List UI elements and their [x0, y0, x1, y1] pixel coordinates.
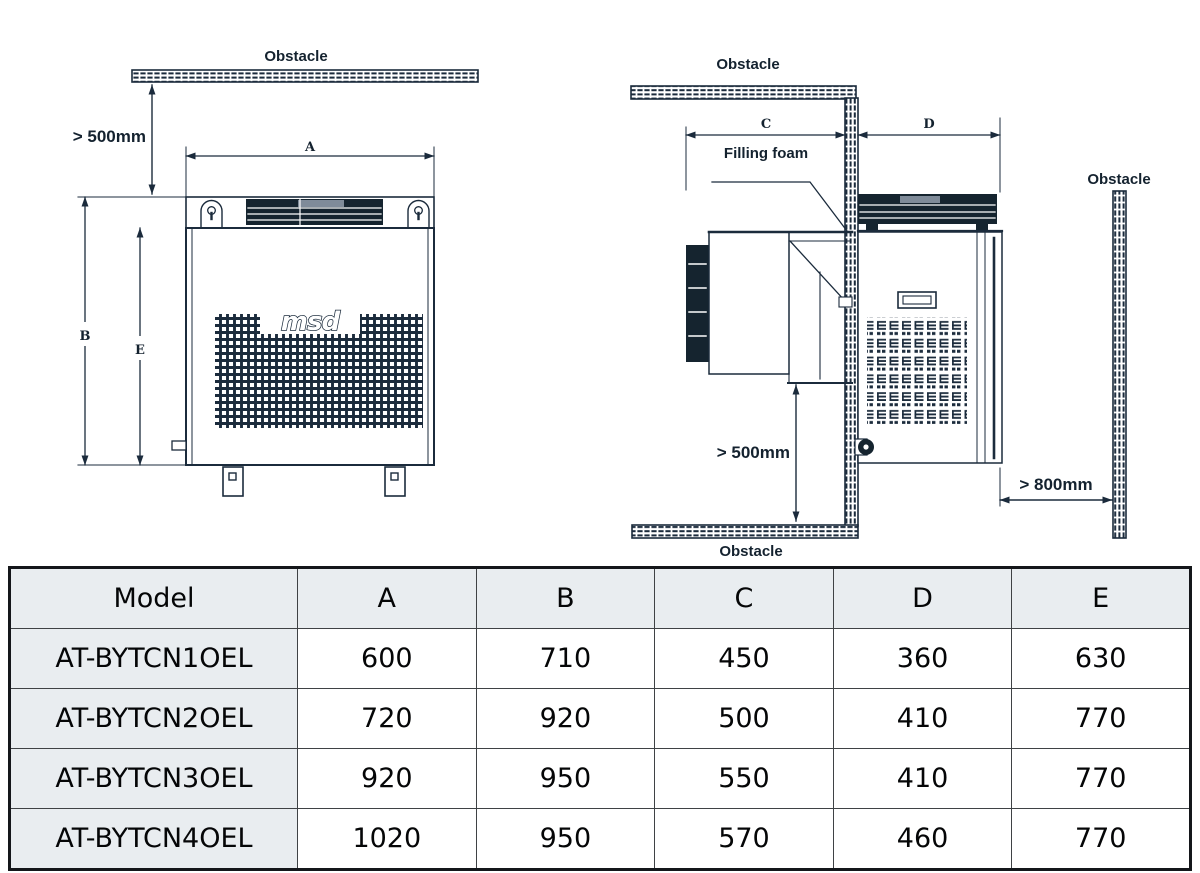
- front-view: Obstacle > 500mm A: [73, 48, 479, 497]
- front-clearance-500-label: > 500mm: [73, 127, 146, 146]
- front-dim-b-label: B: [80, 329, 91, 344]
- side-clearance-800-label: > 800mm: [1019, 475, 1092, 494]
- cell-model: AT-BYTCN1OEL: [9, 628, 298, 689]
- foot-left: [222, 466, 244, 497]
- cell-c: 550: [654, 748, 834, 809]
- table-header-row: Model A B C D E: [9, 567, 1191, 629]
- condenser-top-block: [856, 194, 1004, 233]
- foot-right: [384, 466, 406, 497]
- front-dim-b: B: [75, 196, 95, 466]
- filling-foam-leader-line: [711, 181, 848, 232]
- front-dim-e-label: E: [135, 343, 145, 358]
- cell-e: 770: [1011, 688, 1191, 749]
- side-obstacle-bar-right: [1112, 190, 1127, 539]
- side-obstacle-bottom-label: Obstacle: [719, 543, 782, 560]
- cell-a: 600: [297, 628, 477, 689]
- mounting-bracket-right: [407, 199, 430, 229]
- cell-b: 950: [475, 808, 656, 870]
- cell-d: 460: [832, 808, 1013, 870]
- front-clearance-500-dimension: > 500mm: [73, 84, 156, 195]
- installation-diagram: Obstacle > 500mm A: [73, 48, 1151, 560]
- vent-handle: [897, 291, 937, 309]
- cell-a: 720: [297, 688, 477, 749]
- cell-model: AT-BYTCN3OEL: [9, 748, 298, 809]
- cold-room-wall-panel: [844, 97, 859, 527]
- filling-foam-label: Filling foam: [724, 145, 808, 162]
- louver-grille: [867, 317, 967, 424]
- drain-plug: [854, 438, 874, 456]
- condenser-section: [854, 194, 1004, 464]
- side-obstacle-bar-top: [630, 85, 857, 100]
- condenser-deck: [246, 198, 383, 226]
- side-view: Obstacle Obstacle C D Filling foam: [630, 56, 1151, 560]
- cell-e: 770: [1011, 748, 1191, 809]
- side-dim-d: D: [857, 117, 1001, 193]
- side-dim-c-label: C: [761, 117, 771, 132]
- side-obstacle-bar-bottom: [631, 524, 859, 539]
- cell-model: AT-BYTCN4OEL: [9, 808, 298, 870]
- table-row: AT-BYTCN3OEL 920 950 550 410 770: [9, 748, 1191, 809]
- cell-b: 920: [475, 688, 656, 749]
- front-dim-a: A: [185, 140, 435, 200]
- side-clip: [171, 440, 187, 451]
- unit-front-elevation: msd: [77, 196, 435, 497]
- col-header-model: Model: [9, 567, 298, 629]
- col-header-c: C: [654, 567, 834, 629]
- cell-a: 920: [297, 748, 477, 809]
- cell-e: 630: [1011, 628, 1191, 689]
- cell-b: 710: [475, 628, 656, 689]
- side-dim-c: C: [685, 117, 846, 191]
- side-clearance-500-dimension: > 500mm: [717, 384, 800, 522]
- cell-b: 950: [475, 748, 656, 809]
- front-obstacle-top-label: Obstacle: [264, 48, 327, 65]
- cell-model: AT-BYTCN2OEL: [9, 688, 298, 749]
- logo-plate: [260, 306, 360, 334]
- cell-d: 410: [832, 688, 1013, 749]
- cell-c: 570: [654, 808, 834, 870]
- table-row: AT-BYTCN4OEL 1020 950 570 460 770: [9, 808, 1191, 870]
- cell-c: 500: [654, 688, 834, 749]
- table-row: AT-BYTCN1OEL 600 710 450 360 630: [9, 628, 1191, 689]
- side-obstacle-top-label: Obstacle: [716, 56, 779, 73]
- front-dim-a-label: A: [304, 140, 316, 155]
- mounting-bracket-left: [200, 199, 223, 229]
- side-obstacle-right-label: Obstacle: [1087, 171, 1150, 188]
- msd-logo: msd: [281, 307, 341, 337]
- col-header-e: E: [1011, 567, 1191, 629]
- table-row: AT-BYTCN2OEL 720 920 500 410 770: [9, 688, 1191, 749]
- cell-e: 770: [1011, 808, 1191, 870]
- cell-a: 1020: [297, 808, 477, 870]
- col-header-d: D: [832, 567, 1013, 629]
- front-obstacle-bar-top: [131, 69, 479, 83]
- cell-d: 360: [832, 628, 1013, 689]
- col-header-a: A: [297, 567, 477, 629]
- side-clearance-500-label: > 500mm: [717, 443, 790, 462]
- spec-table: Model A B C D E AT-BYTCN1OEL 600 710 450…: [8, 566, 1192, 871]
- evaporator-section: [686, 230, 854, 384]
- cell-c: 450: [654, 628, 834, 689]
- side-clearance-800-dimension: > 800mm: [999, 467, 1113, 507]
- front-dim-e: E: [130, 227, 150, 466]
- side-dim-d-label: D: [923, 117, 934, 132]
- col-header-b: B: [475, 567, 656, 629]
- cell-d: 410: [832, 748, 1013, 809]
